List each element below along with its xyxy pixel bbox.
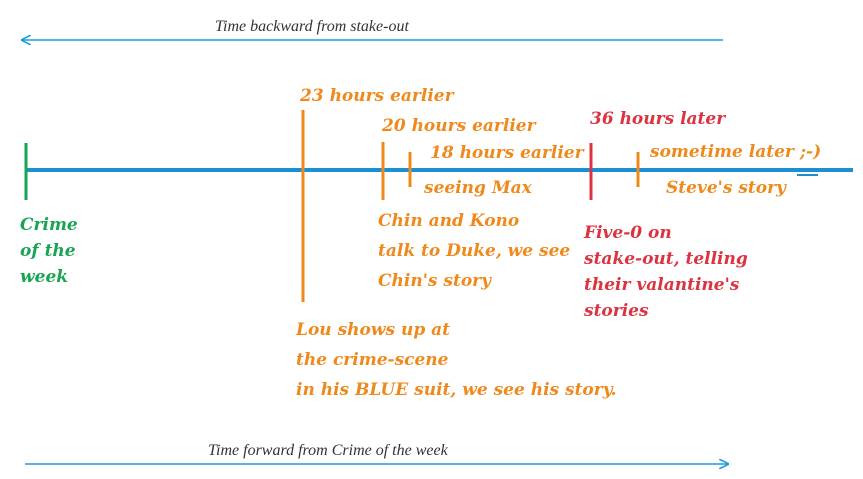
event-below-line: stories bbox=[584, 301, 649, 321]
event-below-line: Five-0 on bbox=[584, 223, 672, 243]
event-above-label: 20 hours earlier bbox=[382, 116, 536, 136]
event-below-line: Chin and Kono bbox=[378, 211, 520, 231]
event-below-label: seeing Max bbox=[424, 178, 532, 198]
event-below-label: Chin and Kono talk to Duke, we see Chin'… bbox=[378, 206, 570, 296]
event-below-line: stake-out, telling bbox=[584, 249, 748, 269]
crime-label-line: Crime bbox=[20, 215, 78, 235]
bottom-arrow-label: Time forward from Crime of the week bbox=[208, 442, 448, 459]
crime-label-line: week bbox=[20, 267, 69, 287]
event-below-line: their valantine's bbox=[584, 275, 740, 295]
event-below-line: Chin's story bbox=[378, 271, 491, 291]
event-below-label: Lou shows up at the crime-scene in his B… bbox=[296, 315, 617, 405]
top-arrow-label: Time backward from stake-out bbox=[215, 18, 409, 35]
crime-label: Crime of the week bbox=[20, 212, 78, 290]
event-below-line: Lou shows up at bbox=[296, 320, 450, 340]
event-below-line: talk to Duke, we see bbox=[378, 241, 571, 261]
event-above-label: sometime later ;-) bbox=[650, 142, 822, 162]
event-above-label: 36 hours later bbox=[590, 109, 726, 129]
event-below-line: the crime-scene bbox=[296, 350, 449, 370]
crime-label-line: of the bbox=[20, 241, 76, 261]
event-below-line: in his BLUE suit, we see his story. bbox=[296, 380, 617, 400]
event-above-label: 23 hours earlier bbox=[300, 86, 454, 106]
event-below-label: Five-0 on stake-out, telling their valan… bbox=[584, 220, 748, 324]
event-above-label: 18 hours earlier bbox=[430, 143, 584, 163]
event-below-label: Steve's story bbox=[666, 178, 786, 198]
